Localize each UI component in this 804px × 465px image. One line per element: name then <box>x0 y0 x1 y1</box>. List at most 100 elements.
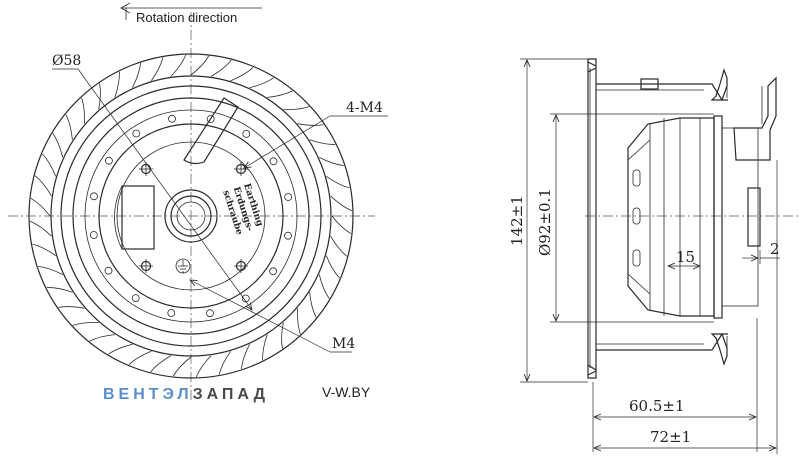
impeller-blade <box>46 287 73 293</box>
impeller-blade <box>330 235 348 257</box>
vent-hole <box>131 294 140 303</box>
impeller-blade <box>52 133 64 158</box>
vent-hole <box>269 267 278 276</box>
vent-hole <box>168 114 176 123</box>
vent-hole <box>132 129 141 138</box>
impeller-blade <box>283 106 310 110</box>
impeller-blade <box>330 195 353 212</box>
impeller-blade <box>58 306 85 309</box>
impeller-blade <box>318 274 330 299</box>
height-label: 142±1 <box>508 195 526 246</box>
balance-weight <box>640 78 659 90</box>
impeller-blade <box>326 175 350 189</box>
side-view: 142±1 Ø92±0.1 15 2 60.5±1 <box>508 58 800 454</box>
cable-slot <box>121 185 155 250</box>
depth1-label: 60.5±1 <box>629 397 685 415</box>
impeller-blade <box>132 63 141 88</box>
cooling-fins <box>627 139 651 295</box>
impeller-blade <box>42 153 57 177</box>
impeller-blade <box>72 322 99 326</box>
dim-dia92 <box>550 113 714 323</box>
cable-gland <box>733 76 777 161</box>
ground-screw-label: M4 <box>332 336 355 352</box>
vent-hole <box>206 309 214 318</box>
impeller-blade <box>89 334 115 342</box>
impeller-blade <box>170 54 187 77</box>
watermark-site: V-W.BY <box>322 384 371 400</box>
holes-label: 4-M4 <box>346 100 383 116</box>
impeller-blade <box>190 55 210 76</box>
motor-housing <box>627 117 715 317</box>
shroud-top <box>596 83 728 101</box>
vent-hole <box>284 231 292 240</box>
impeller-blade <box>230 67 254 82</box>
impeller-blades <box>29 54 353 378</box>
vent-hole <box>206 115 215 123</box>
motor-flange-circle <box>98 123 284 309</box>
vent-holes <box>89 114 293 318</box>
impeller-blade <box>210 59 232 77</box>
dim2-label: 2 <box>770 240 780 258</box>
impeller-blade <box>309 292 317 318</box>
impeller-blade <box>267 90 293 98</box>
depth2-label: 72±1 <box>650 428 691 446</box>
mounting-pitch-circle <box>116 141 266 291</box>
impeller-blade <box>65 114 73 140</box>
vent-hole <box>89 231 98 239</box>
leader-m4 <box>190 280 352 353</box>
vent-hole <box>167 309 176 317</box>
impeller-blade <box>331 215 352 235</box>
earthing-label: Earthing Erdungs- schraube <box>220 182 264 236</box>
impeller-blade <box>297 308 301 335</box>
impeller-blade <box>195 355 212 378</box>
rotor-inner-circle <box>84 109 298 323</box>
ground-icon <box>175 258 191 274</box>
impeller-blade <box>297 123 324 126</box>
impeller-inner-ring <box>50 75 332 357</box>
leader-4m4 <box>244 115 388 168</box>
inlet-ring-top <box>710 68 728 101</box>
impeller-blade <box>32 243 56 257</box>
impeller-blade <box>81 97 85 124</box>
impeller-blade <box>108 343 133 355</box>
vent-hole <box>241 294 250 303</box>
impeller-blade <box>319 157 344 166</box>
shaft-outer <box>164 189 218 243</box>
dim-depth2 <box>594 160 778 454</box>
leader-dia58 <box>52 68 252 310</box>
mounting-hole <box>234 162 248 176</box>
top-clip <box>183 97 239 165</box>
dim-depth1 <box>592 318 758 452</box>
rotor-circle <box>72 97 310 335</box>
shaft-middle <box>170 195 212 237</box>
impeller-blade <box>249 77 274 89</box>
impeller-blade <box>172 356 192 377</box>
impeller-blade <box>38 266 63 275</box>
impeller-backplate <box>587 58 597 379</box>
dia58-label: Ø58 <box>52 53 81 69</box>
inlet-ring-bottom <box>710 333 728 366</box>
impeller-blade <box>309 139 336 145</box>
vent-hole <box>90 192 98 201</box>
mounting-hole <box>139 259 153 273</box>
impeller-blade <box>325 255 340 279</box>
impeller-outer-ring <box>28 53 354 379</box>
impeller-blade <box>34 175 52 197</box>
impeller-blade <box>29 220 52 237</box>
mounting-hole <box>139 162 153 176</box>
vent-hole <box>104 266 113 275</box>
impeller-blade <box>281 322 284 349</box>
impeller-blade <box>150 355 172 373</box>
vent-hole <box>284 193 293 201</box>
mounting-hole <box>234 259 248 273</box>
motor-flange <box>713 115 723 319</box>
impeller-blade <box>128 350 152 365</box>
watermark-brand: ВЕНТЭЛЗАПАД <box>103 386 269 403</box>
impeller-blade <box>114 71 120 98</box>
shroud-bottom <box>596 333 728 351</box>
rotation-label: Rotation direction <box>136 10 237 25</box>
vent-hole <box>105 156 113 165</box>
impeller-blade <box>218 351 232 375</box>
impeller-blade <box>262 334 268 361</box>
vent-hole <box>269 157 278 166</box>
